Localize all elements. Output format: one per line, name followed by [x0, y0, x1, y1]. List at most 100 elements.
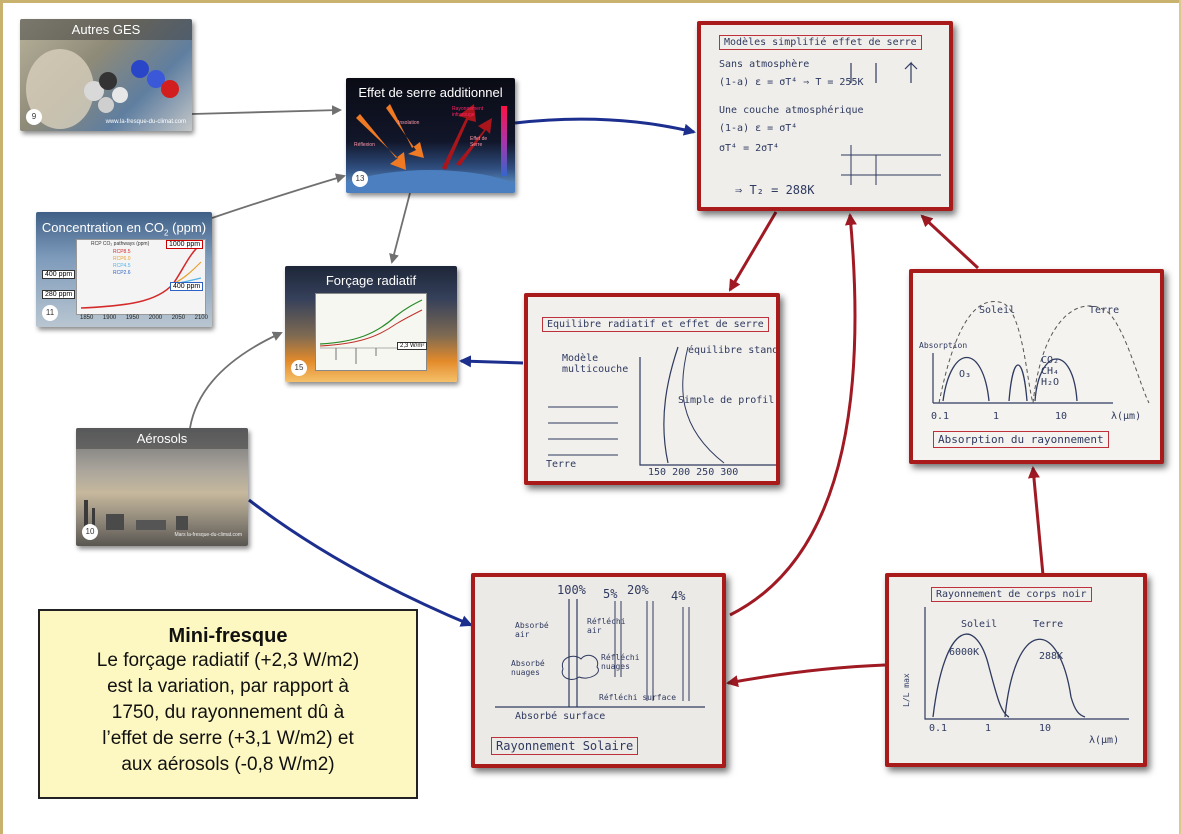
arrow-effet-to-modeles — [514, 117, 696, 136]
card-aerosols-caption: Mars la-fresque-du-climat.com — [174, 532, 242, 538]
label-insolation: Insolation — [398, 120, 420, 126]
arrow-aerosols-to-solaire — [248, 498, 473, 627]
legend-rcp60: RCP6.0 — [113, 256, 131, 262]
solaire-label-reflechi-surface: Réfléchi surface — [599, 693, 677, 702]
arrow-autres-ges-to-effet — [191, 105, 342, 116]
equilibre-title: Equilibre radiatif et effet de serre — [542, 317, 769, 332]
arrow-aerosols-to-forcage — [189, 331, 283, 429]
mini-fresque-note: Mini-fresque Le forçage radiatif (+2,3 W… — [38, 609, 418, 799]
arrow-effet-to-forcage — [389, 192, 411, 264]
solaire-title: Rayonnement Solaire — [491, 737, 639, 755]
legend-rcp26: RCP2.6 — [113, 270, 131, 276]
legend-rcp45: RCP4.5 — [113, 263, 131, 269]
forcage-mini-chart — [315, 293, 427, 371]
note-line-1: Le forçage radiatif (+2,3 W/m2) — [96, 650, 360, 671]
solaire-label-reflechi-air: Réfléchi air — [587, 617, 626, 635]
arrow-corps-noir-to-solaire — [726, 663, 886, 688]
modeles-line-2: (1-a) ε = σT⁴ ⇒ T = 255K — [719, 77, 864, 88]
card-aerosols-title: Aérosols — [76, 428, 248, 449]
note-line-3: 1750, du rayonnement dû à — [111, 702, 345, 723]
equilibre-sketch — [548, 346, 776, 466]
solaire-label-4: 4% — [671, 589, 686, 603]
absorption-tick-01: 0.1 — [931, 411, 950, 422]
solaire-label-absorbe-surface: Absorbé surface — [515, 711, 606, 722]
concentration-curves — [80, 243, 202, 309]
corps-noir-label-288k: 288K — [1039, 651, 1064, 662]
photo-corps-noir: Rayonnement de corps noir Soleil Terre 6… — [885, 573, 1147, 767]
absorption-axis-label: λ(µm) — [1111, 411, 1142, 422]
absorption-title: Absorption du rayonnement — [933, 431, 1109, 448]
photo-absorption: Soleil Terre Absorption O₃ CO₂ CH₄ H₂O 0… — [909, 269, 1164, 464]
concentration-mini-chart: RCP CO₂ pathways (ppm) RCP8.5 RCP6.0 RCP… — [76, 239, 206, 315]
equilibre-label-standard: équilibre standard — [688, 345, 779, 356]
arrow-solaire-to-modeles — [729, 213, 857, 617]
equilibre-label-profil: Simple de profil — [678, 395, 775, 406]
arrow-modeles-to-equilibre — [728, 211, 778, 292]
legend-rcp85: RCP8.5 — [113, 249, 131, 255]
label-reflexion: Réflexion — [354, 142, 375, 148]
corps-noir-tick-01: 0.1 — [929, 723, 948, 734]
corps-noir-tick-1: 1 — [985, 723, 992, 734]
card-concentration-number: 11 — [42, 305, 58, 321]
solaire-label-absorbe-air: Absorbé air — [515, 621, 549, 639]
arrow-equilibre-to-forcage — [459, 355, 524, 368]
callout-400ppm-right: 400 ppm — [170, 282, 204, 291]
modeles-line-1: Sans atmosphère — [719, 59, 810, 70]
arrow-absorption-to-modeles — [920, 214, 980, 270]
svg-text:L/L max: L/L max — [902, 673, 911, 707]
absorption-label-o3: O₃ — [959, 369, 972, 380]
callout-280ppm: 280 ppm — [42, 290, 76, 299]
arrow-concentration-to-effet — [211, 173, 346, 219]
card-aerosols-number: 10 — [82, 524, 98, 540]
modeles-sketch — [841, 61, 941, 185]
frame-left-border — [0, 0, 3, 834]
equilibre-label-terre: Terre — [546, 459, 577, 470]
absorption-label-soleil: Soleil — [979, 305, 1016, 316]
absorption-label-absorption: Absorption — [919, 341, 968, 350]
card-forcage-number: 15 — [291, 360, 307, 376]
modeles-line-6: ⇒ T₂ = 288K — [735, 183, 815, 197]
modeles-line-4: (1-a) ε = σT⁴ — [719, 123, 798, 134]
concentration-chart-title: RCP CO₂ pathways (ppm) — [91, 241, 150, 247]
equilibre-label-modele: Modèle multicouche — [562, 353, 629, 375]
forcage-callout: 2,3 W/m² — [397, 342, 428, 350]
forcage-curves — [319, 299, 423, 364]
card-concentration-co2: Concentration en CO2 (ppm) RCP CO₂ pathw… — [36, 212, 212, 327]
card-effet-number: 13 — [352, 171, 368, 187]
modeles-line-3: Une couche atmosphérique — [719, 105, 864, 116]
photo-equilibre-radiatif: Equilibre radiatif et effet de serre Mod… — [524, 293, 780, 485]
solaire-label-100: 100% — [557, 583, 586, 597]
solaire-label-20: 20% — [627, 583, 649, 597]
card-forcage-title: Forçage radiatif — [325, 273, 417, 288]
absorption-sketch — [932, 301, 1150, 404]
card-autres-ges-number: 9 — [26, 109, 42, 125]
modeles-line-5: σT⁴ = 2σT⁴ — [719, 143, 780, 154]
corps-noir-label-terre: Terre — [1033, 619, 1064, 630]
corps-noir-axis-label: λ(µm) — [1089, 735, 1120, 746]
card-forcage-radiatif: Forçage radiatif 2,3 W/m² 15 — [285, 266, 457, 382]
card-aerosols: Aérosols 10 Mars la-fresque-du-climat.co… — [76, 428, 248, 546]
note-line-2: est la variation, par rapport à — [107, 676, 349, 697]
solaire-label-absorbe-nuages: Absorbé nuages — [511, 659, 545, 677]
corps-noir-label-6000k: 6000K — [949, 647, 980, 658]
absorption-tick-1: 1 — [993, 411, 1000, 422]
corps-noir-title: Rayonnement de corps noir — [931, 587, 1092, 602]
solaire-label-5: 5% — [603, 587, 618, 601]
label-effet-serre-small: Effet de Serre — [470, 136, 488, 148]
frame-top-border — [0, 0, 1181, 3]
corps-noir-tick-10: 10 — [1039, 723, 1052, 734]
card-autres-ges-caption: www.la-fresque-du-climat.com — [105, 119, 186, 125]
absorption-tick-10: 10 — [1055, 411, 1068, 422]
equilibre-label-axis: 150 200 250 300 — [648, 467, 739, 478]
photo-modeles-simplifies: Modèles simplifié effet de serre Sans at… — [697, 21, 953, 211]
callout-1000ppm: 1000 ppm — [166, 240, 204, 249]
photo-rayonnement-solaire: 100% 5% 20% 4% Absorbé air Absorbé nuage… — [471, 573, 726, 768]
corps-noir-sketch: L/L max — [902, 607, 1129, 720]
card-autres-ges-title: Autres GES — [20, 19, 192, 40]
card-concentration-title: Concentration en CO2 (ppm) — [41, 220, 207, 238]
card-effet-de-serre: Effet de serre additionnel Rayonnement i… — [346, 78, 515, 193]
solaire-sketch — [495, 599, 705, 708]
card-autres-ges: Autres GES 9 www.la-fresque-du-climat.co… — [20, 19, 192, 131]
